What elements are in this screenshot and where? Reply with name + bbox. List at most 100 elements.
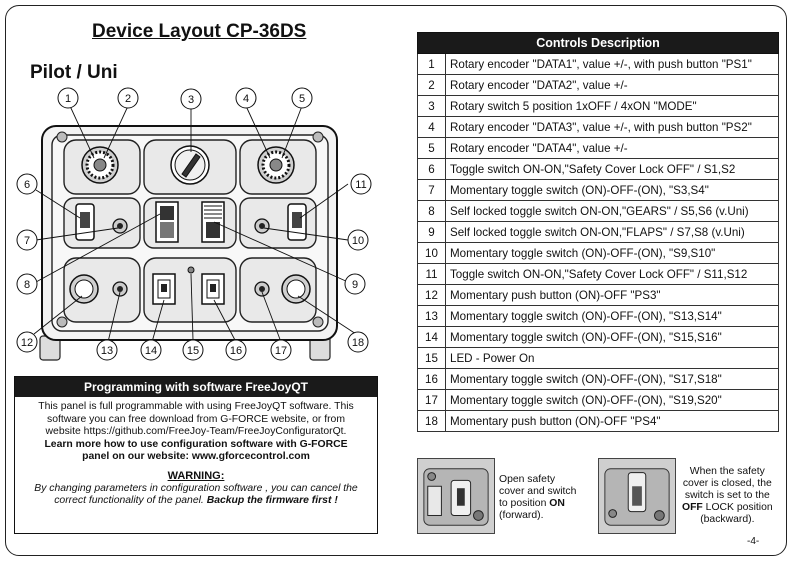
caption-emphasis: ON: [549, 498, 565, 509]
open-cover-photo: [417, 458, 495, 534]
callout-5: 5: [299, 93, 305, 105]
control-description: Rotary encoder "DATA2", value +/-: [445, 74, 779, 96]
control-number: 12: [417, 284, 446, 306]
callout-2: 2: [125, 93, 131, 105]
callout-1: 1: [65, 93, 71, 105]
callout-14: 14: [145, 345, 157, 357]
closed-cover-photo: [598, 458, 676, 534]
control-description: LED - Power On: [445, 347, 779, 369]
programming-line-bold: panel on our website: www.gforcecontrol.…: [82, 451, 310, 463]
control-number: 15: [417, 347, 446, 369]
push-button-ps4: [281, 274, 311, 304]
control-number: 9: [417, 221, 446, 243]
page-number: -4-: [747, 536, 760, 547]
caption-text: LOCK position: [702, 502, 773, 513]
programming-line: software you can free download from G-FO…: [47, 413, 345, 425]
control-number: 17: [417, 389, 446, 411]
gear-switch-8: [155, 201, 179, 243]
closed-cover-caption: When the safety cover is closed, the swi…: [682, 466, 773, 526]
programming-line-bold: Learn more how to use configuration soft…: [44, 438, 348, 450]
callout-15: 15: [187, 345, 199, 357]
caption-line: When the safety: [689, 466, 765, 477]
callout-13: 13: [101, 345, 113, 357]
device-diagram: 1 2 3 4 5 6 7 8 9 10 11 12 13 14 15 16 1…: [16, 87, 372, 361]
callout-16: 16: [230, 345, 242, 357]
toggle-switch-17: [254, 281, 270, 297]
caption-emphasis: OFF: [682, 502, 703, 513]
programming-header: Programming with software FreeJoyQT: [15, 377, 377, 397]
callout-3: 3: [188, 94, 194, 106]
warning-line: correct functionality of the panel. Back…: [21, 495, 371, 508]
callout-11: 11: [355, 179, 366, 191]
caption-line: (backward).: [700, 514, 755, 525]
callout-6: 6: [24, 179, 30, 191]
page-frame: [5, 5, 787, 556]
callout-4: 4: [243, 93, 249, 105]
flaps-switch-9: [201, 201, 225, 243]
caption-line: cover is closed, the: [682, 478, 772, 489]
toggle-switch-10: [254, 218, 270, 234]
control-number: 13: [417, 305, 446, 327]
control-number: 7: [417, 179, 446, 201]
rotary-switch-mode: [170, 145, 210, 185]
control-number: 1: [417, 53, 446, 75]
programming-body: This panel is full programmable with usi…: [15, 397, 377, 508]
caption-line: OFF LOCK position: [682, 502, 773, 514]
callout-9: 9: [352, 279, 358, 291]
control-description: Rotary switch 5 position 1xOFF / 4xON "M…: [445, 95, 779, 117]
control-description: Rotary encoder "DATA1", value +/-, with …: [445, 53, 779, 75]
page-subtitle: Pilot / Uni: [30, 62, 118, 83]
page-title: Device Layout CP-36DS: [92, 21, 307, 42]
push-button-ps3: [69, 274, 99, 304]
control-description: Toggle switch ON-ON,"Safety Cover Lock O…: [445, 158, 779, 180]
power-led: [187, 266, 195, 274]
callout-17: 17: [275, 345, 287, 357]
warning-text: correct functionality of the panel.: [54, 495, 207, 507]
control-number: 10: [417, 242, 446, 264]
control-number: 14: [417, 326, 446, 348]
caption-text: to position: [499, 498, 550, 509]
programming-line: This panel is full programmable with usi…: [38, 401, 354, 412]
controls-table-header-row: Controls Description: [417, 32, 779, 54]
open-cover-caption: Open safety cover and switch to position…: [499, 474, 576, 522]
caption-line: cover and switch: [499, 486, 577, 497]
control-number: 6: [417, 158, 446, 180]
warning-title: WARNING:: [167, 469, 225, 482]
control-description: Momentary push button (ON)-OFF "PS3": [445, 284, 779, 306]
callout-7: 7: [24, 235, 30, 247]
toggle-switch-16: [201, 273, 225, 305]
control-description: Toggle switch ON-ON,"Safety Cover Lock O…: [445, 263, 779, 285]
control-description: Momentary toggle switch (ON)-OFF-(ON), "…: [445, 389, 779, 411]
callout-8: 8: [24, 279, 30, 291]
warning-emphasis: Backup the firmware first !: [206, 495, 338, 507]
control-number: 16: [417, 368, 446, 390]
control-description: Momentary toggle switch (ON)-OFF-(ON), "…: [445, 368, 779, 390]
callout-12: 12: [21, 337, 33, 349]
control-description: Momentary toggle switch (ON)-OFF-(ON), "…: [445, 305, 779, 327]
caption-line: to position ON: [499, 498, 576, 510]
toggle-switch-13: [112, 281, 128, 297]
rotary-encoder-data1: [81, 146, 119, 184]
control-number: 4: [417, 116, 446, 138]
control-number: 11: [417, 263, 446, 285]
control-description: Momentary toggle switch (ON)-OFF-(ON), "…: [445, 326, 779, 348]
control-description: Momentary toggle switch (ON)-OFF-(ON), "…: [445, 242, 779, 264]
control-number: 8: [417, 200, 446, 222]
